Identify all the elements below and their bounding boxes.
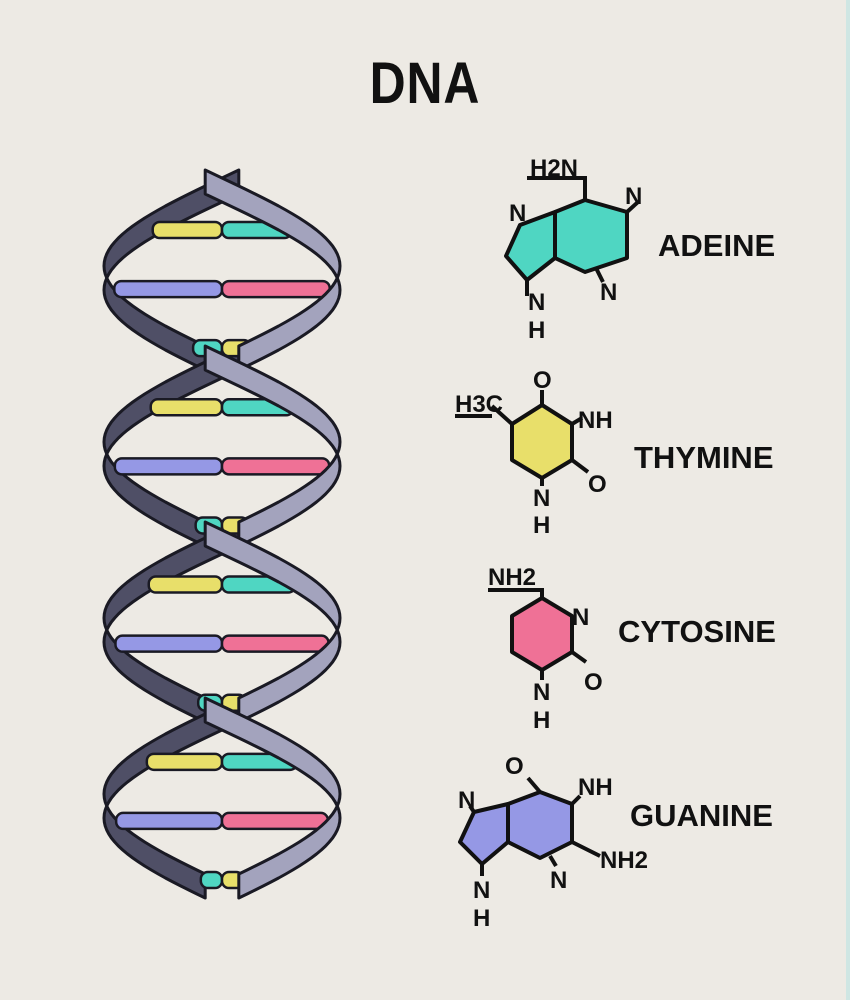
guanine-six-ring	[506, 790, 574, 860]
guanine-name: GUANINE	[630, 798, 773, 833]
thymine-structure: O H3C NH O N H THYMINE	[455, 367, 774, 539]
guanine-n-left-label: N	[458, 787, 475, 814]
cytosine-ring	[510, 596, 574, 672]
adenine-n-lower-label: N	[600, 279, 617, 306]
guanine-nh-n-label: N	[473, 877, 490, 904]
guanine-amine-label: NH2	[600, 847, 648, 874]
cytosine-nh-n-label: N	[533, 679, 550, 706]
helix-front-strand	[203, 168, 342, 900]
adenine-five-ring	[504, 210, 557, 282]
thymine-nh-n-label: N	[533, 485, 550, 512]
adenine-six-ring	[553, 198, 629, 274]
cytosine-structure: NH2 N O N H CYTOSINE	[488, 564, 776, 734]
cytosine-amine-label: NH2	[488, 564, 536, 591]
guanine-nh-h-label: H	[473, 905, 490, 932]
thymine-methyl-label: H3C	[455, 391, 503, 418]
thymine-o-right-label: O	[588, 471, 607, 498]
guanine-nh-right-label: NH	[578, 774, 613, 801]
thymine-nh-h-label: H	[533, 512, 550, 539]
adenine-structure: H2N N N N N H ADEINE	[504, 155, 775, 344]
adenine-n-left-label: N	[509, 200, 526, 227]
guanine-five-ring	[458, 802, 510, 866]
cytosine-nh-h-label: H	[533, 707, 550, 734]
thymine-o-top-label: O	[533, 367, 552, 394]
thymine-ring	[510, 403, 574, 480]
adenine-n-right-label: N	[625, 183, 642, 210]
guanine-n-lower-label: N	[550, 867, 567, 894]
thymine-name: THYMINE	[634, 440, 774, 475]
helix-strand-segment	[102, 696, 241, 900]
adenine-amine-label: H2N	[530, 155, 578, 182]
thymine-nh-right-label: NH	[578, 407, 613, 434]
adenine-nh-n-label: N	[528, 289, 545, 316]
guanine-structure: O NH NH2 N N N H GUANINE	[458, 753, 773, 932]
helix-strand-segment	[203, 696, 342, 900]
cytosine-name: CYTOSINE	[618, 614, 776, 649]
cytosine-n-right-label: N	[572, 604, 589, 631]
guanine-o-top-label: O	[505, 753, 524, 780]
cytosine-o-right-label: O	[584, 669, 603, 696]
page-title: DNA	[369, 51, 481, 116]
adenine-nh-h-label: H	[528, 317, 545, 344]
adenine-name: ADEINE	[658, 228, 775, 263]
